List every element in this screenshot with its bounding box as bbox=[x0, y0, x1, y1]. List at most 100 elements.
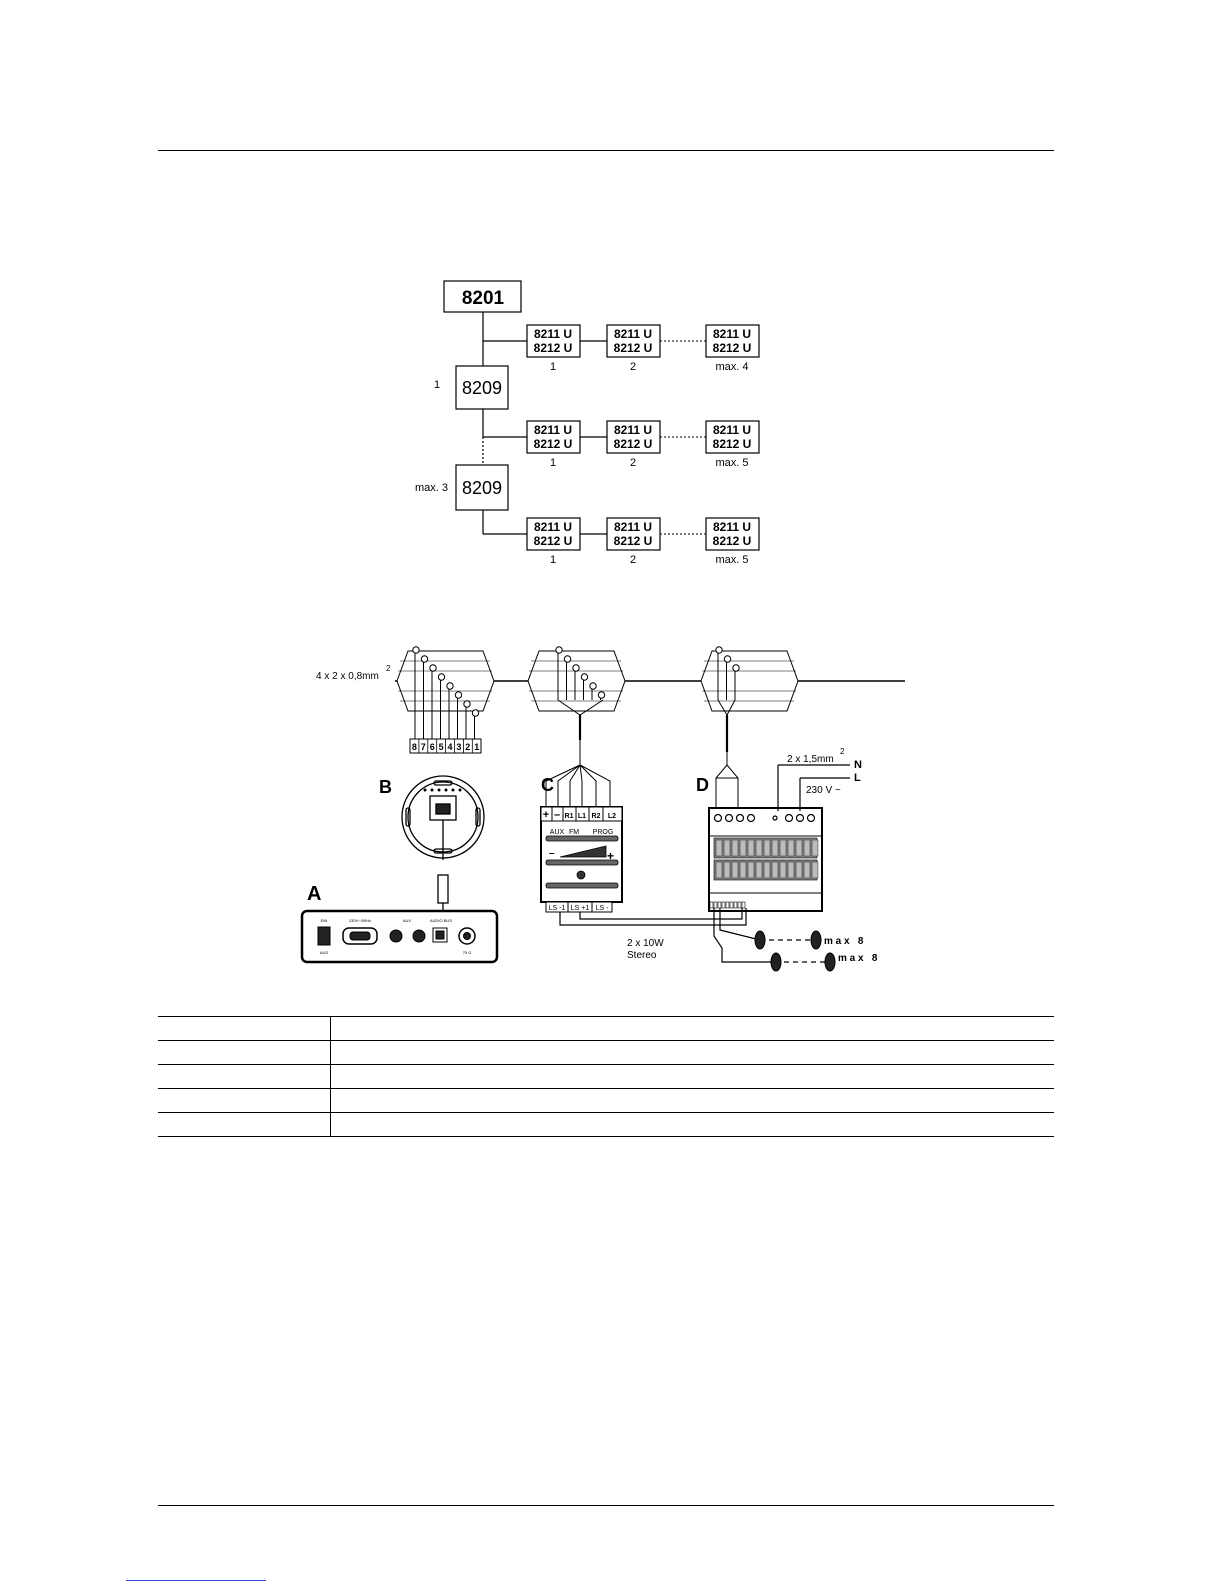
relay-cell bbox=[755, 839, 763, 857]
module-box bbox=[705, 420, 760, 454]
label-d: D bbox=[696, 775, 709, 795]
table-row bbox=[158, 1064, 1054, 1089]
relay-cell bbox=[811, 861, 819, 879]
ls-label-3: LS - bbox=[596, 905, 610, 912]
relay-cell bbox=[787, 839, 795, 857]
junction-box-c bbox=[527, 650, 626, 712]
legend-key bbox=[158, 1040, 331, 1065]
ls-label-1: LS -1 bbox=[549, 905, 566, 912]
amp-terminal-label: + bbox=[543, 809, 549, 821]
legend-value bbox=[330, 1112, 1054, 1137]
speaker-icon bbox=[824, 952, 836, 972]
footer-link[interactable] bbox=[126, 1580, 266, 1581]
label-l: L bbox=[854, 772, 861, 784]
relay-cell bbox=[731, 839, 739, 857]
terminal-number: 6 bbox=[430, 742, 435, 752]
table-row bbox=[158, 1040, 1054, 1065]
terminal-dot bbox=[463, 700, 471, 708]
header-rule bbox=[158, 150, 1054, 151]
cable-label-sup: 2 bbox=[386, 664, 391, 673]
bottom-terminal bbox=[737, 901, 742, 909]
speaker-icon bbox=[770, 952, 782, 972]
voltage-label: 230 V ~ bbox=[806, 785, 841, 796]
hub-box-1 bbox=[455, 365, 509, 410]
module-label-line2: 8212 U bbox=[534, 341, 573, 355]
terminal-dot bbox=[580, 673, 589, 681]
junction-box-d bbox=[700, 650, 799, 712]
module-label-line2: 8212 U bbox=[713, 437, 752, 451]
terminal-dot bbox=[563, 655, 572, 663]
module-label-line2: 8212 U bbox=[713, 534, 752, 548]
relay-cell bbox=[747, 839, 755, 857]
legend-table bbox=[158, 1016, 1054, 1137]
a-aux-label: AUX bbox=[403, 918, 412, 923]
speakers bbox=[754, 930, 836, 972]
module-label-line1: 8211 U bbox=[614, 520, 652, 534]
terminal-dot bbox=[723, 655, 732, 663]
device-d-actuator bbox=[708, 807, 823, 912]
amp-terminal-label: L1 bbox=[578, 813, 586, 820]
hub-label-2: 8209 bbox=[462, 478, 502, 498]
legend-value bbox=[330, 1040, 1054, 1065]
module-index-label: 1 bbox=[550, 554, 556, 566]
terminal-dot bbox=[572, 664, 580, 672]
amp-terminal-label: L2 bbox=[608, 813, 616, 820]
hub-side-label-2: max. 3 bbox=[415, 482, 448, 494]
relay-cell bbox=[763, 839, 771, 857]
module-index-label: 1 bbox=[550, 457, 556, 469]
bottom-terminal bbox=[721, 901, 726, 909]
module-box bbox=[606, 420, 661, 454]
module-box bbox=[526, 324, 581, 358]
relay-cell bbox=[763, 861, 771, 879]
footer-rule bbox=[158, 1505, 1054, 1506]
speaker-icon bbox=[810, 930, 822, 950]
module-index-label: 2 bbox=[630, 457, 636, 469]
bottom-terminal bbox=[725, 901, 730, 909]
terminal-number: 5 bbox=[439, 742, 444, 752]
legend-key bbox=[158, 1064, 331, 1089]
actuator-top-terminals bbox=[713, 813, 816, 823]
speaker-max-1: m a x 8 bbox=[824, 936, 864, 947]
relay-cell bbox=[771, 839, 779, 857]
terminal-dot bbox=[555, 646, 563, 654]
speaker-icon bbox=[754, 930, 766, 950]
actuator-fanout bbox=[715, 752, 739, 811]
label-n: N bbox=[854, 759, 862, 771]
junction-box-b bbox=[396, 650, 495, 712]
terminal-dot bbox=[446, 682, 454, 690]
relay-cell bbox=[715, 861, 723, 879]
relay-cell bbox=[803, 839, 811, 857]
relay-cell bbox=[755, 861, 763, 879]
relay-cell bbox=[811, 839, 819, 857]
relay-cell bbox=[787, 861, 795, 879]
actuator-grid bbox=[709, 839, 819, 909]
module-index-label: max. 4 bbox=[715, 361, 748, 373]
relay-cell bbox=[771, 861, 779, 879]
a-sw2-label: AUS bbox=[320, 950, 329, 955]
legend-value bbox=[330, 1088, 1054, 1113]
module-index-label: max. 5 bbox=[715, 457, 748, 469]
a-sw-label: EIN bbox=[321, 918, 328, 923]
module-label-line2: 8212 U bbox=[534, 437, 573, 451]
module-label-line1: 8211 U bbox=[534, 327, 572, 341]
legend-key bbox=[158, 1112, 331, 1137]
legend-value bbox=[330, 1016, 1054, 1041]
terminal-dot bbox=[429, 664, 437, 672]
module-label-line1: 8211 U bbox=[614, 423, 652, 437]
legend-key bbox=[158, 1016, 331, 1041]
relay-cell bbox=[715, 839, 723, 857]
stereo-label-2: Stereo bbox=[627, 950, 657, 961]
module-box bbox=[705, 517, 760, 551]
terminal-dot bbox=[715, 646, 723, 654]
module-box bbox=[606, 324, 661, 358]
relay-cell bbox=[803, 861, 811, 879]
relay-cell bbox=[731, 861, 739, 879]
amp-fanout bbox=[545, 740, 611, 807]
speaker-max-2: m a x 8 bbox=[838, 953, 878, 964]
bottom-terminal bbox=[713, 901, 718, 909]
module-index-label: 2 bbox=[630, 361, 636, 373]
amp-terminal-label: R1 bbox=[565, 813, 574, 820]
relay-cell bbox=[779, 861, 787, 879]
table-row bbox=[158, 1112, 1054, 1137]
